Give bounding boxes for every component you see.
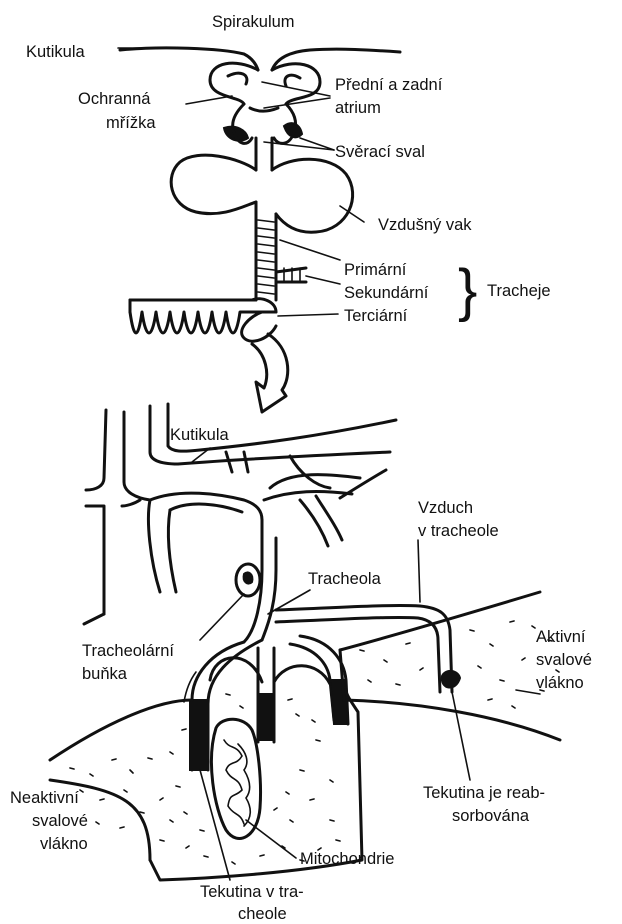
active-fiber-line3: vlákno [536, 674, 584, 692]
air-in-tracheole-line2: v tracheole [418, 522, 499, 540]
fluid-in-tracheole-line2: cheole [238, 905, 287, 923]
cuticle-bottom-label: Kutikula [170, 426, 230, 444]
sphincter-label: Svěrací sval [335, 143, 425, 161]
guard-grid-label-line2: mřížka [106, 114, 156, 132]
spiracle-label: Spirakulum [212, 13, 295, 31]
active-fiber-line1: Aktivní [536, 628, 586, 646]
secondary-label: Sekundární [344, 284, 429, 302]
fluid-in-tracheole-line1: Tekutina v tra- [200, 883, 304, 901]
tracheae-brace: } [458, 258, 477, 323]
atrium-label-line1: Přední a zadní [335, 76, 443, 94]
tracheole-label: Tracheola [308, 570, 382, 588]
fluid-reabsorbed-line2: sorbována [452, 807, 530, 825]
tracheolar-cell-line1: Tracheolární [82, 642, 174, 660]
inactive-fiber-line2: svalové [32, 812, 88, 830]
inactive-fiber-line3: vlákno [40, 835, 88, 853]
guard-grid-label-line1: Ochranná [78, 90, 151, 108]
fluid-reabsorbed-line1: Tekutina je reab- [423, 784, 545, 802]
atrium-label-line2: atrium [335, 99, 381, 117]
tertiary-label: Terciární [344, 307, 408, 325]
active-fiber-line2: svalové [536, 651, 592, 669]
air-in-tracheole-line1: Vzduch [418, 499, 473, 517]
primary-label: Primární [344, 261, 407, 279]
air-sac-label: Vzdušný vak [378, 216, 472, 234]
tracheolar-cell-line2: buňka [82, 665, 128, 683]
cuticle-top-label: Kutikula [26, 43, 86, 61]
inactive-fiber-line1: Neaktivní [10, 789, 79, 807]
tracheae-label: Tracheje [487, 282, 551, 300]
mitochondria-label: Mitochondrie [300, 850, 394, 868]
